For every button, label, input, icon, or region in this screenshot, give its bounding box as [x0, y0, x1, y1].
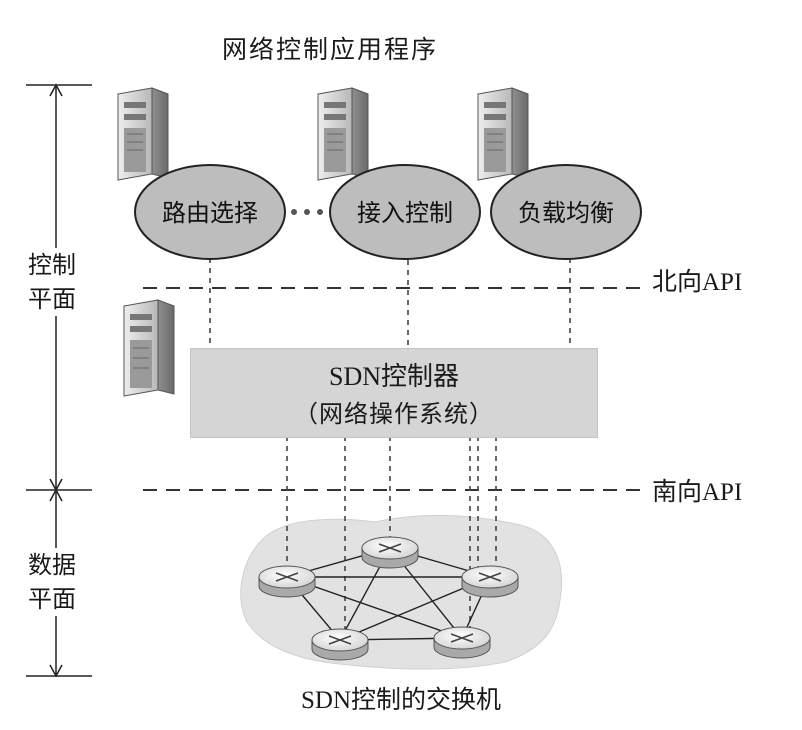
- ellipsis-dots: [291, 209, 323, 215]
- router-switch-icon: [361, 536, 419, 569]
- controller-server-icon: [123, 299, 175, 397]
- controller-subtitle: （网络操作系统）: [294, 400, 494, 428]
- control-plane-label: 控制 平面: [24, 248, 80, 316]
- data-plane-label-line1: 数据: [28, 551, 76, 579]
- controller-switch-connectors: [286, 436, 497, 636]
- data-plane-label-line2: 平面: [28, 585, 76, 613]
- sdn-controller-box: [190, 348, 598, 438]
- server-icon: [317, 87, 369, 181]
- server-icon: [117, 87, 169, 181]
- server-icon: [477, 87, 529, 181]
- data-plane-label: 数据 平面: [24, 548, 80, 616]
- router-switch-icon: [258, 565, 316, 598]
- southbound-api-label: 南向API: [652, 479, 743, 506]
- app-label-access-control: 接入控制: [357, 199, 453, 227]
- router-switch-icon: [311, 628, 369, 661]
- app-ellipse-load-balance: [490, 164, 642, 260]
- app-ellipse-routing: [134, 164, 286, 260]
- switches-caption: SDN控制的交换机: [300, 687, 501, 714]
- northbound-api-label: 北向API: [652, 269, 743, 296]
- app-controller-connectors: [209, 258, 571, 348]
- router-switch-icon: [433, 626, 491, 659]
- router-switch-icon: [461, 565, 519, 598]
- controller-title: SDN控制器: [328, 362, 459, 391]
- app-label-routing: 路由选择: [162, 199, 258, 227]
- app-ellipse-access-control: [329, 164, 481, 260]
- app-label-load-balance: 负载均衡: [518, 199, 614, 227]
- diagram-title: 网络控制应用程序: [221, 35, 438, 64]
- control-plane-label-line2: 平面: [28, 285, 76, 313]
- control-plane-label-line1: 控制: [28, 251, 76, 279]
